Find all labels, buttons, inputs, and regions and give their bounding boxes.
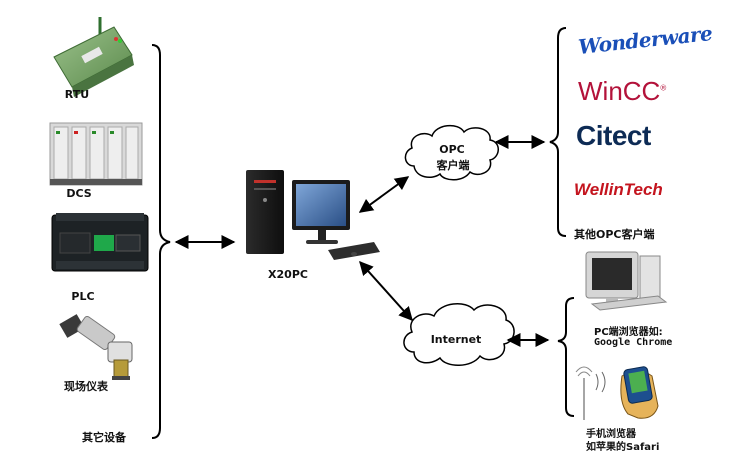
wellintech-logo: WellinTech — [574, 180, 663, 199]
plc-label: PLC — [71, 290, 95, 303]
opc-client-cloud — [404, 124, 499, 181]
dcs-device-image — [49, 122, 143, 186]
mobile-browser-label-line1: 手机浏览器 — [586, 429, 636, 440]
pc-browser-label-line1: PC端浏览器如: — [594, 327, 663, 338]
right-bracket-web — [557, 297, 575, 417]
x20pc-computer-image — [246, 170, 380, 260]
right-bracket-opc — [549, 27, 567, 237]
opc-cloud-line1: OPC — [439, 143, 465, 156]
pc-browser-label-line2: Google Chrome — [594, 337, 673, 348]
wincc-logo: WinCC® — [578, 76, 667, 106]
arrow-pc-internet — [359, 260, 413, 322]
other-opc-clients-label: 其他OPC客户端 — [574, 228, 655, 241]
plc-device-image — [51, 213, 149, 272]
mobile-browser-label-line2: 如苹果的Safari — [586, 442, 660, 453]
internet-cloud-label: Internet — [430, 333, 482, 346]
left-bracket — [151, 44, 171, 439]
mobile-phone-image — [575, 366, 659, 420]
internet-cloud — [403, 303, 515, 366]
opc-cloud-line2: 客户端 — [436, 159, 470, 172]
field-instrument-label: 现场仪表 — [64, 380, 108, 393]
other-devices-label: 其它设备 — [82, 431, 126, 444]
rtu-label: RTU — [64, 88, 90, 101]
citect-logo: Citect — [576, 120, 651, 151]
dcs-label: DCS — [66, 187, 92, 200]
arrow-pc-opc — [358, 176, 410, 213]
field-instrument-image — [59, 314, 133, 380]
x20pc-label: X20PC — [268, 268, 308, 281]
desktop-pc-image — [585, 251, 668, 311]
rtu-device-image — [53, 17, 134, 97]
